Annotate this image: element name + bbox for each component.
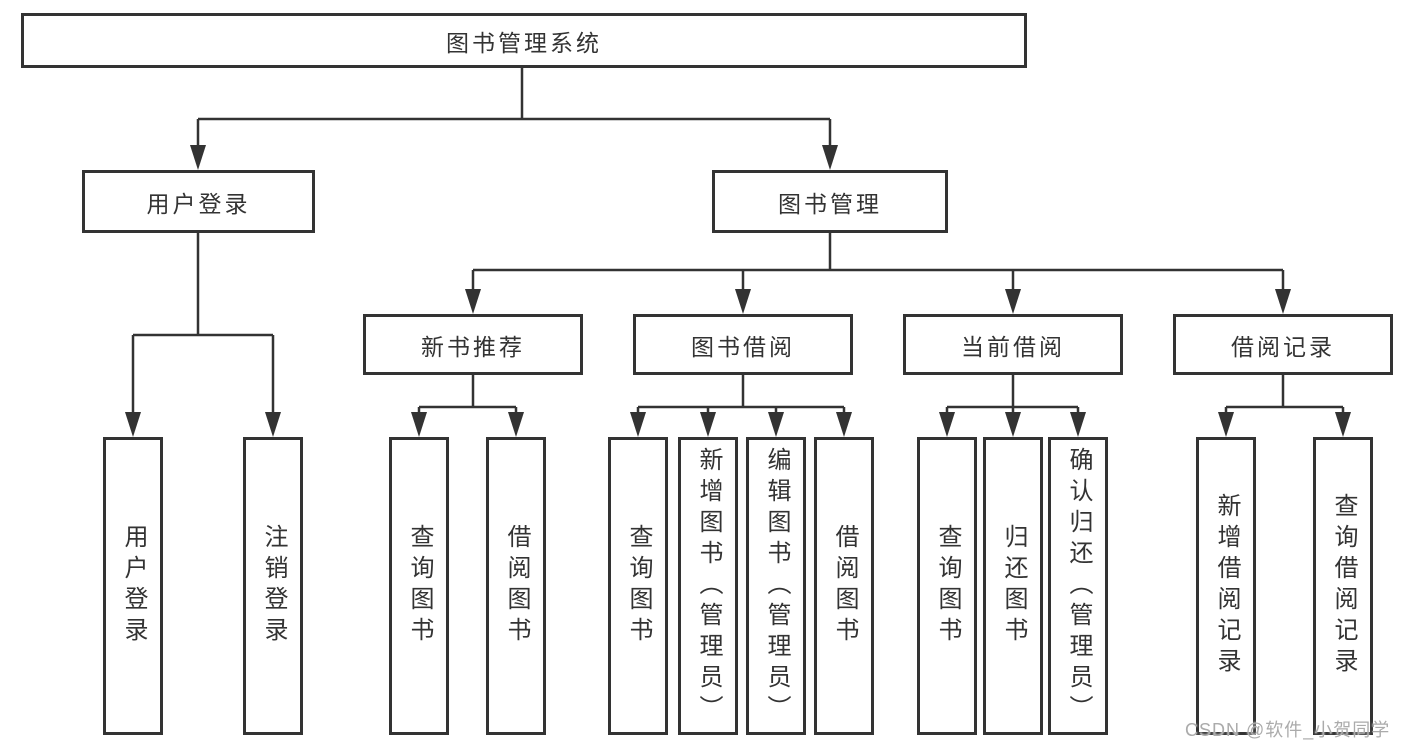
leaf-query-books-borrow: 查询图书 [608, 437, 668, 735]
arrowhead-down-icon [125, 412, 141, 437]
leaf-query-books-recommend: 查询图书 [389, 437, 449, 735]
arrowhead-down-icon [1005, 289, 1021, 314]
arrowhead-down-icon [836, 412, 852, 437]
arrowhead-down-icon [1070, 412, 1086, 437]
leaf-logout: 注销登录 [243, 437, 303, 735]
connector-book-management-to-level3 [471, 233, 1285, 294]
leaf-add-borrow-record: 新增借阅记录 [1196, 437, 1256, 735]
leaf-query-books-current: 查询图书 [917, 437, 977, 735]
arrowhead-down-icon [700, 412, 716, 437]
leaf-query-borrow-record-label: 查询借阅记录 [1330, 493, 1357, 679]
arrowhead-down-icon [508, 412, 524, 437]
leaf-confirm-return-admin-label: 确认归还（管理员） [1065, 446, 1092, 726]
node-user-login: 用户登录 [82, 170, 315, 233]
csdn-watermark: CSDN @软件_小贺同学 [1185, 720, 1391, 740]
connector-borrow-records-to-leaves [1224, 375, 1345, 417]
leaf-borrow-books-label: 借阅图书 [831, 524, 858, 648]
arrowhead-down-icon [735, 289, 751, 314]
arrowhead-down-icon [768, 412, 784, 437]
leaf-add-book-admin: 新增图书（管理员） [678, 437, 738, 735]
arrowhead-down-icon [1335, 412, 1351, 437]
node-book-borrow: 图书借阅 [633, 314, 853, 375]
node-book-management: 图书管理 [712, 170, 948, 233]
leaf-query-books-recommend-label: 查询图书 [406, 524, 433, 648]
connector-user-login-to-leaves [131, 233, 275, 416]
leaf-query-books-current-label: 查询图书 [934, 524, 961, 648]
leaf-query-books-borrow-label: 查询图书 [625, 524, 652, 648]
leaf-borrow-books-recommend-label: 借阅图书 [503, 524, 530, 648]
leaf-query-borrow-record: 查询借阅记录 [1313, 437, 1373, 735]
leaf-borrow-books-recommend: 借阅图书 [486, 437, 546, 735]
connector-root-to-level2 [196, 68, 832, 150]
arrowhead-down-icon [630, 412, 646, 437]
leaf-logout-label: 注销登录 [260, 524, 287, 648]
arrowhead-down-icon [1005, 412, 1021, 437]
leaf-return-book: 归还图书 [983, 437, 1043, 735]
arrowhead-down-icon [1275, 289, 1291, 314]
arrowhead-down-icon [1218, 412, 1234, 437]
arrowhead-down-icon [190, 145, 206, 170]
connector-new-book-recommend-to-leaves [417, 375, 518, 417]
connector-book-borrow-to-leaves [636, 375, 846, 417]
arrowhead-down-icon [411, 412, 427, 437]
leaf-return-book-label: 归还图书 [1000, 524, 1027, 648]
connector-current-borrow-to-leaves [945, 375, 1080, 417]
leaf-user-login: 用户登录 [103, 437, 163, 735]
node-root-system: 图书管理系统 [21, 13, 1027, 68]
arrowhead-down-icon [822, 145, 838, 170]
node-current-borrow: 当前借阅 [903, 314, 1123, 375]
leaf-user-login-label: 用户登录 [120, 524, 147, 648]
node-borrow-records: 借阅记录 [1173, 314, 1393, 375]
leaf-confirm-return-admin: 确认归还（管理员） [1048, 437, 1108, 735]
arrowhead-down-icon [465, 289, 481, 314]
leaf-add-book-admin-label: 新增图书（管理员） [695, 446, 722, 726]
leaf-edit-book-admin-label: 编辑图书（管理员） [763, 446, 790, 726]
leaf-add-borrow-record-label: 新增借阅记录 [1213, 493, 1240, 679]
arrowhead-down-icon [265, 412, 281, 437]
leaf-borrow-books: 借阅图书 [814, 437, 874, 735]
leaf-edit-book-admin: 编辑图书（管理员） [746, 437, 806, 735]
node-new-book-recommend: 新书推荐 [363, 314, 583, 375]
arrowhead-down-icon [939, 412, 955, 437]
